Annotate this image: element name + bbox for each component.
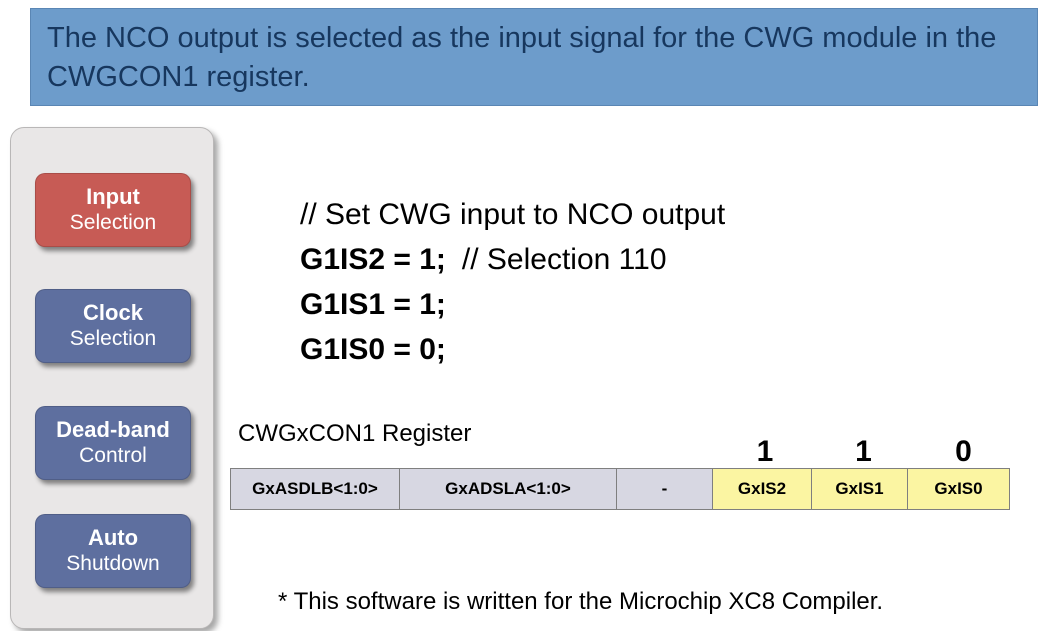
code-line: G1IS1 = 1;	[300, 288, 725, 333]
register-cell-gxasdlb: GxASDLB<1:0>	[230, 468, 400, 510]
sidebar-item-input-selection[interactable]: Input Selection	[35, 173, 191, 247]
register-label: CWGxCON1 Register	[238, 420, 472, 447]
register-cell-gxadsla: GxADSLA<1:0>	[399, 468, 617, 510]
bit-value-gxis0: 0	[955, 435, 972, 468]
code-comment: // Set CWG input to NCO output	[300, 198, 726, 231]
bit-value-gxis2: 1	[756, 435, 774, 468]
sidebar-item-auto-shutdown[interactable]: Auto Shutdown	[35, 514, 191, 588]
sidebar-item-title: Auto	[87, 525, 139, 550]
sidebar-item-subtitle: Control	[79, 444, 147, 468]
register-cell-gxis1: GxIS1	[811, 468, 908, 510]
sidebar-item-title: Dead-band	[56, 417, 170, 442]
code-statement: G1IS0 = 0;	[300, 333, 446, 366]
sidebar-item-title: Input	[86, 184, 140, 209]
sidebar-item-subtitle: Shutdown	[66, 552, 160, 576]
code-line: G1IS0 = 0;	[300, 333, 725, 378]
register-cell-unused: -	[616, 468, 713, 510]
footer-note: * This software is written for the Micro…	[278, 588, 884, 615]
register-table: GxASDLB<1:0> GxADSLA<1:0> - GxIS2 GxIS1 …	[230, 468, 1010, 510]
code-block: // Set CWG input to NCO output G1IS2 = 1…	[300, 198, 725, 378]
bit-value-gxis1: 1	[855, 435, 872, 468]
register-cell-gxis0: GxIS0	[907, 468, 1010, 510]
code-inline-comment: // Selection 110	[461, 243, 667, 276]
header-banner: The NCO output is selected as the input …	[30, 8, 1038, 106]
bit-values-row: 1 1 0	[230, 426, 1015, 468]
header-text: The NCO output is selected as the input …	[47, 22, 997, 94]
sidebar-item-subtitle: Selection	[69, 211, 157, 235]
sidebar: Input Selection Clock Selection Dead-ban…	[10, 127, 214, 629]
sidebar-item-clock-selection[interactable]: Clock Selection	[35, 289, 191, 363]
register-cell-gxis2: GxIS2	[712, 468, 812, 510]
sidebar-item-title: Clock	[83, 300, 143, 325]
code-statement: G1IS1 = 1;	[300, 288, 446, 321]
code-statement: G1IS2 = 1;	[300, 243, 446, 276]
sidebar-item-dead-band-control[interactable]: Dead-band Control	[35, 406, 191, 480]
code-line: G1IS2 = 1; // Selection 110	[300, 243, 725, 288]
sidebar-item-subtitle: Selection	[69, 327, 157, 351]
